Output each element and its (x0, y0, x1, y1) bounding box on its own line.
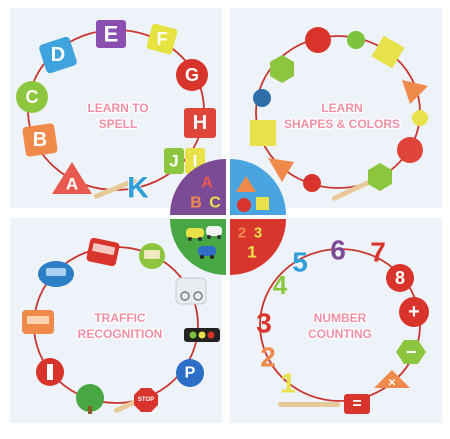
svg-text:J: J (169, 152, 178, 171)
center-square (256, 197, 269, 210)
operator-bead-plus: + (399, 297, 429, 327)
no-entry-sign-bead (36, 358, 64, 386)
svg-text:C: C (26, 87, 39, 107)
letter-bead-g: G (176, 59, 208, 91)
bus-bead (86, 237, 120, 267)
shape-bead-green-hexagon-2 (368, 163, 392, 191)
tree-bead (76, 384, 104, 414)
svg-text:B: B (33, 129, 47, 151)
shape-bead-orange-triangle-2 (268, 158, 294, 182)
parking-sign-bead: P (176, 359, 204, 387)
svg-text:=: = (352, 396, 361, 413)
svg-text:−: − (406, 342, 417, 362)
label-traffic-line2: RECOGNITION (78, 327, 163, 341)
shape-bead-blue-ball (253, 89, 271, 107)
shape-bead-red-ball (303, 174, 321, 192)
label-spell-line2: SPELL (99, 117, 138, 131)
svg-text:STOP: STOP (138, 397, 154, 403)
svg-text:I: I (193, 152, 198, 171)
svg-text:8: 8 (395, 268, 405, 288)
letter-bead-j: J (164, 148, 184, 174)
label-shapes-line2: SHAPES & COLORS (284, 117, 400, 131)
svg-text:H: H (193, 112, 207, 134)
quadrant-abc (170, 159, 226, 215)
letter-bead-f: F (146, 23, 178, 55)
quadrant-numbers (230, 219, 286, 275)
number-bead-4: 4 (273, 270, 288, 300)
shape-bead-green-ball (347, 31, 365, 49)
label-numbers-line2: COUNTING (308, 327, 372, 341)
operator-bead-times: × (374, 370, 410, 390)
number-bead-7: 7 (370, 237, 386, 268)
letter-bead-c: C (16, 81, 48, 113)
center-car-white (206, 226, 222, 239)
svg-text:F: F (157, 29, 168, 49)
shape-bead-green-hexagon (270, 55, 294, 83)
operator-bead-equals: = (344, 394, 370, 414)
shape-bead-yellow-ball (412, 110, 428, 126)
shape-bead-red-circle-2 (397, 137, 423, 163)
label-shapes-line1: LEARN (321, 101, 362, 115)
number-bead-2: 2 (260, 342, 276, 373)
lacing-needle (93, 178, 137, 199)
center-triangle (236, 176, 256, 192)
letter-bead-h: H (184, 108, 216, 138)
svg-text:K: K (127, 172, 149, 205)
number-bead-1: 1 (280, 368, 296, 399)
truck-bead-orange (22, 310, 54, 334)
svg-text:D: D (51, 44, 65, 66)
svg-text:G: G (185, 65, 199, 85)
svg-text:E: E (104, 22, 119, 47)
traffic-light-bead (184, 328, 220, 342)
shapes-needle (331, 180, 371, 201)
numbers-needle (278, 402, 340, 407)
panel-traffic: P STOP TRAFFIC RECOGNITION (22, 237, 220, 414)
shape-bead-yellow-square-2 (250, 120, 276, 146)
center-letter-b: B (190, 195, 202, 212)
center-letter-c: C (209, 195, 221, 212)
car-bead-green (139, 243, 165, 269)
center-digit-3: 3 (254, 225, 262, 242)
number-bead-8: 8 (386, 264, 414, 292)
panel-numbers: 5 6 7 8 4 + 3 − 2 × 1 = NUMBER COUNTING (256, 235, 429, 414)
center-car-blue (198, 246, 216, 259)
svg-text:×: × (388, 375, 396, 390)
label-spell-line1: LEARN TO (87, 101, 148, 115)
letter-bead-b: B (22, 123, 58, 157)
center-letter-a: A (201, 175, 213, 192)
bike-bead (175, 277, 207, 305)
label-numbers-line1: NUMBER (314, 311, 367, 325)
letter-bead-a: A (52, 162, 92, 194)
operator-bead-minus: − (396, 340, 426, 364)
center-circle (237, 198, 251, 212)
number-bead-3: 3 (256, 308, 272, 339)
letter-bead-d: D (39, 36, 77, 74)
shape-bead-orange-triangle (402, 80, 428, 104)
shape-bead-red-circle (305, 27, 331, 53)
letter-bead-k: K (126, 171, 150, 206)
letter-bead-e: E (96, 20, 126, 48)
center-digit-2: 2 (238, 225, 246, 242)
svg-text:+: + (408, 301, 420, 323)
svg-text:P: P (185, 365, 196, 382)
stop-sign-bead: STOP (134, 388, 158, 412)
shape-bead-yellow-square (371, 35, 405, 69)
panel-shapes: LEARN SHAPES & COLORS (250, 27, 428, 201)
center-car-yellow (186, 228, 204, 241)
number-bead-6: 6 (330, 235, 346, 266)
label-traffic-line1: TRAFFIC (94, 311, 146, 325)
svg-text:A: A (66, 175, 78, 194)
car-bead-blue (38, 261, 74, 287)
center-disc: A B C 2 3 1 (170, 159, 286, 275)
number-bead-5: 5 (292, 247, 308, 278)
center-digit-1: 1 (247, 243, 256, 262)
